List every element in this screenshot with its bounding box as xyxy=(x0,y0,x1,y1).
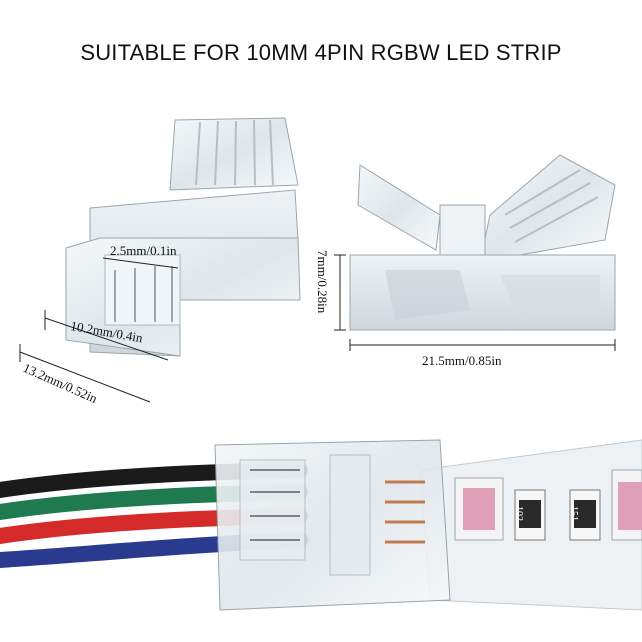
resistor-label-2: 151 xyxy=(568,506,579,521)
connector-side-view xyxy=(349,154,616,331)
connector-installed xyxy=(214,439,451,611)
dim-height-label: 7mm/0.28in xyxy=(315,250,330,314)
dim-length-label: 21.5mm/0.85in xyxy=(422,353,502,368)
product-title: SUITABLE FOR 10MM 4PIN RGBW LED STRIP xyxy=(80,40,562,65)
dimension-lines-left xyxy=(19,257,179,403)
connector-small-view xyxy=(65,117,301,357)
resistor-label-1: 102 xyxy=(513,506,524,521)
dimension-lines-right xyxy=(334,254,616,351)
dim-pitch-label: 2.5mm/0.1in xyxy=(110,243,177,258)
led-strip xyxy=(419,439,642,611)
